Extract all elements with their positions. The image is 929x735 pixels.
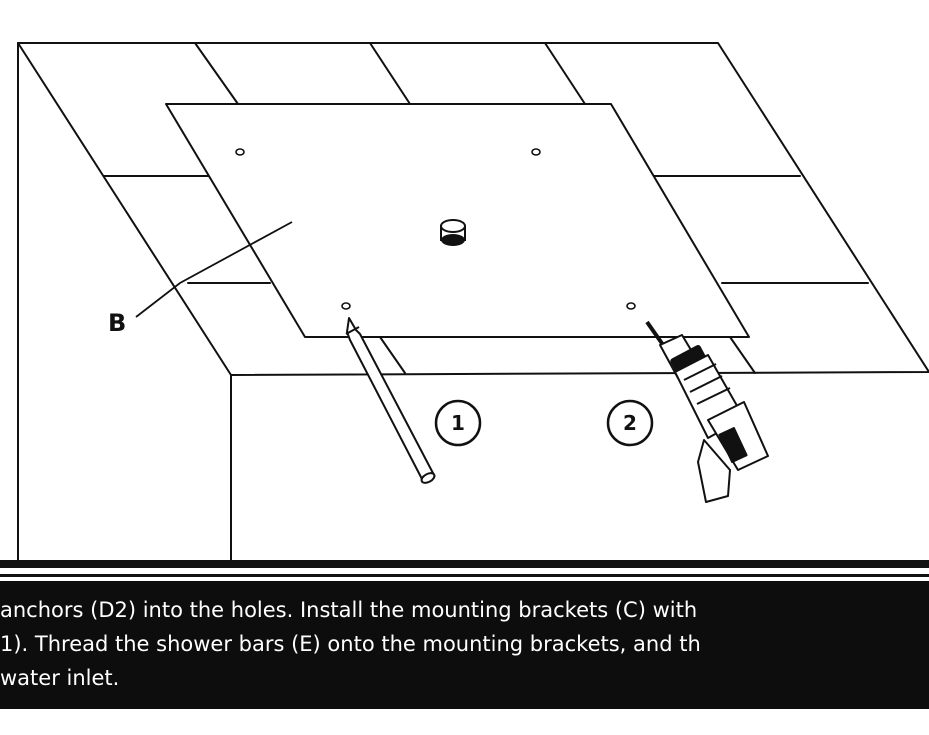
mounting-hole <box>235 148 245 156</box>
caption-line-3: water inlet. <box>0 666 120 690</box>
step-marker-2: 2 <box>606 399 654 447</box>
pencil-icon <box>345 317 436 484</box>
mounting-hole <box>341 302 351 310</box>
leader-line <box>135 221 293 318</box>
drill-icon <box>645 320 769 503</box>
divider-thin <box>0 574 929 577</box>
step-number-1: 1 <box>451 411 465 435</box>
step-number-2: 2 <box>623 411 637 435</box>
caption-line-2: 1). Thread the shower bars (E) onto the … <box>0 632 701 656</box>
step-marker-1: 1 <box>434 399 482 447</box>
tile-line <box>369 42 411 105</box>
divider-top <box>0 560 929 568</box>
tile-line <box>379 336 406 374</box>
instruction-caption: anchors (D2) into the holes. Install the… <box>0 581 929 709</box>
installation-diagram: B 1 2 <box>17 42 929 560</box>
tile-line <box>194 42 239 105</box>
tile-line <box>729 336 756 374</box>
water-inlet <box>440 219 466 246</box>
caption-line-1: anchors (D2) into the holes. Install the… <box>0 598 698 622</box>
ceiling-outline <box>17 42 929 376</box>
part-label-b: B <box>108 309 126 337</box>
mounting-hole <box>626 302 636 310</box>
tile-line <box>544 42 586 105</box>
mounting-hole <box>531 148 541 156</box>
